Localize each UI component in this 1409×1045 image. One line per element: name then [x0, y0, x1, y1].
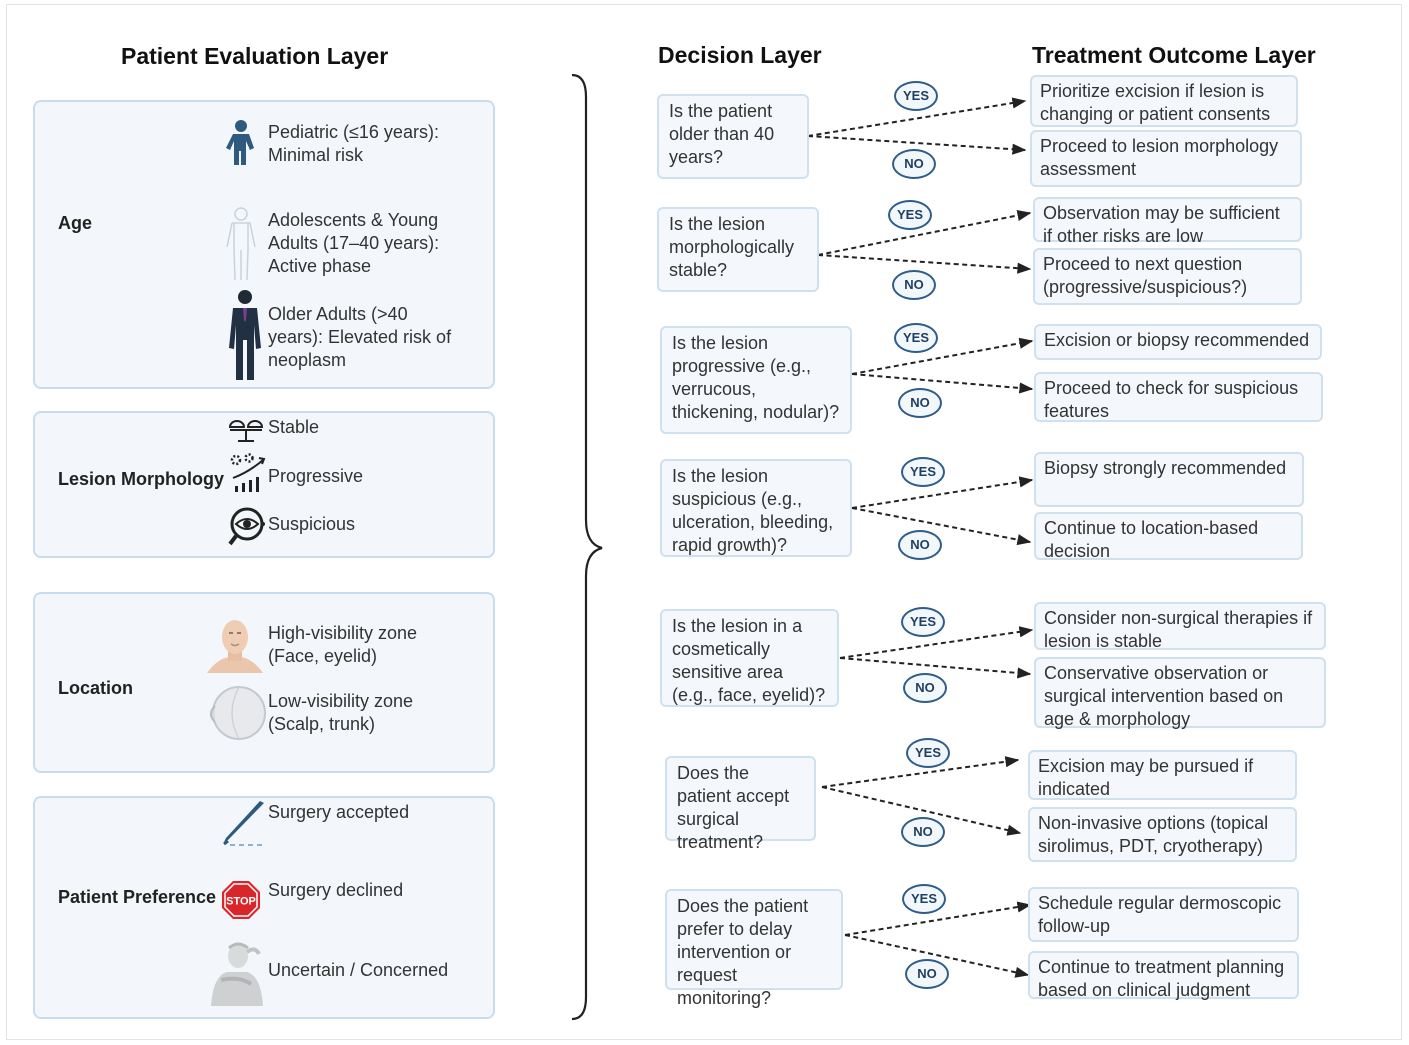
magnifier-icon — [228, 507, 265, 546]
no-badge-q5: NO — [903, 673, 947, 703]
outcome-q1-no: Proceed to lesion morphology assessment — [1030, 130, 1302, 187]
yes-badge-q1: YES — [894, 81, 938, 111]
no-badge-q6: NO — [901, 817, 945, 847]
outcome-q4-yes: Biopsy strongly recommended — [1034, 452, 1304, 507]
morphology-item-suspicious: Suspicious — [268, 514, 356, 534]
arrow-q1-no — [807, 135, 1027, 155]
preference-item-accepted: Surgery accepted — [268, 802, 410, 822]
growth-chart-icon — [230, 453, 266, 492]
decision-layer-heading: Decision Layer — [658, 42, 822, 68]
location-panel — [33, 592, 495, 773]
decision-question-surgery: Does the patient accept surgical treatme… — [665, 756, 816, 852]
decision-question-age: Is the patient older than 40 years? — [657, 94, 809, 179]
location-item-high-visibility: High-visibility zone (Face, eyelid) — [268, 623, 418, 666]
outcome-q7-yes: Schedule regular dermoscopic follow-up — [1028, 887, 1299, 942]
outcome-q3-yes: Excision or biopsy recommended — [1034, 324, 1322, 360]
preference-panel — [33, 796, 495, 1019]
location-item-low-visibility: Low-visibility zone (Scalp, trunk) — [268, 691, 414, 734]
age-item-older-adults: Older Adults (>40 years): Elevated risk … — [268, 304, 452, 370]
arrow-q5-yes — [839, 626, 1034, 659]
yes-badge-q7: YES — [902, 884, 946, 914]
stop-sign-icon: STOP — [222, 881, 260, 919]
arrow-q7-no — [844, 934, 1030, 978]
arrow-q6-yes — [821, 756, 1020, 788]
arrow-q4-yes — [851, 476, 1034, 509]
morphology-item-progressive: Progressive — [268, 466, 364, 486]
morphology-panel — [33, 411, 495, 558]
face-icon — [207, 620, 263, 673]
arrow-q2-no — [817, 254, 1032, 274]
morphology-item-stable: Stable — [268, 417, 320, 437]
decision-question-stable: Is the lesion morphologically stable? — [657, 207, 819, 292]
outcome-layer-heading: Treatment Outcome Layer — [1032, 42, 1316, 68]
arrow-q4-no — [851, 507, 1032, 546]
no-badge-q4: NO — [898, 530, 942, 560]
arrow-q2-yes — [817, 209, 1032, 256]
stop-sign-text: STOP — [226, 896, 256, 908]
outcome-q7-no: Continue to treatment planning based on … — [1028, 951, 1299, 1000]
young-adult-icon — [226, 207, 256, 281]
morphology-label: Lesion Morphology — [58, 469, 224, 489]
worried-person-icon — [211, 942, 263, 1006]
preference-item-uncertain: Uncertain / Concerned — [268, 960, 449, 980]
yes-badge-q2: YES — [888, 200, 932, 230]
arrow-q1-yes — [807, 97, 1027, 137]
outcome-q2-yes: Observation may be sufficient if other r… — [1033, 197, 1302, 246]
age-item-pediatric: Pediatric (≤16 years): Minimal risk — [268, 122, 439, 165]
yes-badge-q4: YES — [901, 457, 945, 487]
scalpel-icon — [223, 801, 266, 846]
arrow-q7-yes — [844, 901, 1032, 936]
outcome-q5-no: Conservative observation or surgical int… — [1034, 657, 1326, 729]
yes-badge-q5: YES — [901, 607, 945, 637]
outcome-q5-yes: Consider non-surgical therapies if lesio… — [1034, 602, 1326, 651]
decision-question-progressive: Is the lesion progressive (e.g., verruco… — [660, 326, 852, 434]
older-adult-icon — [229, 290, 261, 380]
no-badge-q3: NO — [898, 388, 942, 418]
child-icon — [226, 120, 254, 165]
outcome-q6-no: Non-invasive options (topical sirolimus,… — [1028, 807, 1297, 862]
outcome-q1-yes: Prioritize excision if lesion is changin… — [1030, 75, 1298, 127]
yes-badge-q3: YES — [894, 323, 938, 353]
decision-question-suspicious: Is the lesion suspicious (e.g., ulcerati… — [660, 459, 852, 557]
location-label: Location — [58, 678, 133, 698]
outcome-q2-no: Proceed to next question (progressive/su… — [1033, 248, 1302, 305]
figure-frame — [6, 4, 1402, 1040]
no-badge-q2: NO — [892, 270, 936, 300]
arrow-q3-no — [851, 373, 1034, 394]
evaluation-layer-heading: Patient Evaluation Layer — [121, 43, 389, 69]
arrow-q3-yes — [851, 337, 1034, 375]
age-label: Age — [58, 213, 93, 233]
preference-label: Patient Preference — [58, 887, 217, 907]
no-badge-q7: NO — [905, 959, 949, 989]
outcome-q6-yes: Excision may be pursued if indicated — [1028, 750, 1297, 800]
age-panel — [33, 100, 495, 389]
decision-question-delay: Does the patient prefer to delay interve… — [665, 889, 843, 1008]
balance-icon — [228, 420, 264, 442]
outcome-q4-no: Continue to location-based decision — [1034, 512, 1303, 561]
preference-item-declined: Surgery declined — [268, 880, 404, 900]
outcome-q3-no: Proceed to check for suspicious features — [1034, 372, 1323, 422]
arrow-q5-no — [839, 657, 1032, 679]
no-badge-q1: NO — [892, 149, 936, 179]
grouping-brace — [571, 73, 603, 1021]
age-item-young-adults: Adolescents & Young Adults (17–40 years)… — [268, 210, 440, 276]
decision-question-location: Is the lesion in a cosmetically sensitiv… — [660, 609, 839, 707]
scalp-icon — [210, 686, 266, 740]
yes-badge-q6: YES — [906, 738, 950, 768]
